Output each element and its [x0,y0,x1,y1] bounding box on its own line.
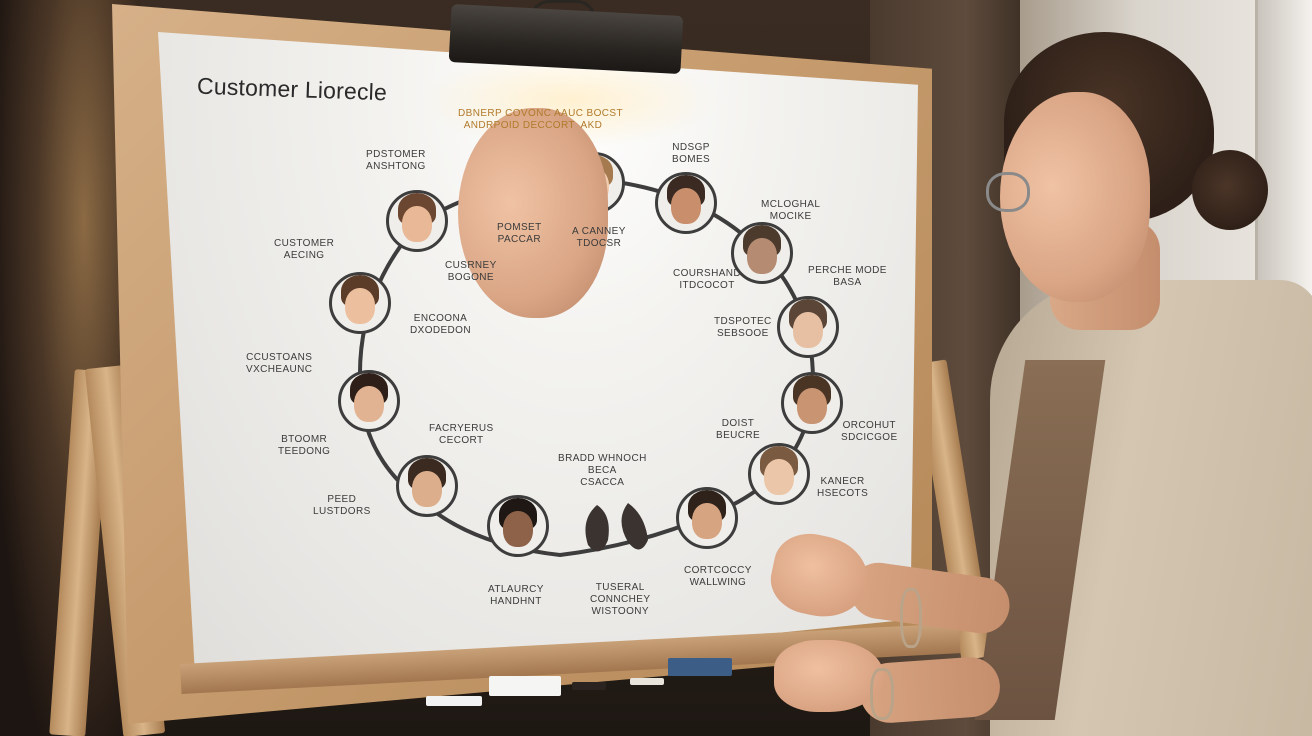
stage-label: TUSERAL CONNCHEY WISTOONY [590,582,651,617]
marker-white [426,696,482,706]
stage-label: CORTCOCCY WALLWING [684,565,752,588]
bracelet-lower [870,668,894,720]
marker-dark [572,682,606,690]
avatar-node [781,372,843,434]
avatar-node [329,272,391,334]
leaf-right-icon [621,503,648,550]
eraser [489,676,561,696]
eraser-blue [668,658,732,676]
stage-label: PEED LUSTDORS [313,494,371,517]
leaf-left-icon [585,505,609,552]
stage-label: CCUSTOANS VXCHEAUNC [246,352,313,375]
avatar-node [386,190,448,252]
avatar-node [777,296,839,358]
stage-label: PERCHE MODE BASA [808,265,887,288]
stage-label: MCLOGHAL MOCIKE [761,199,821,222]
stage-label: BTOOMR TEEDONG [278,434,331,457]
avatar-node [748,443,810,505]
marker-light [630,678,664,685]
stage-label: CUSTOMER AECING [274,238,335,261]
stage-label: POMSET PACCAR [497,222,542,245]
avatar-node [396,455,458,517]
stage-label: ORCOHUT SDCICGOE [841,420,898,443]
stage-label: KANECR HSECOTS [817,476,869,499]
avatar-node [731,222,793,284]
avatar-node [487,495,549,557]
stage-label: CUSRNEY BOGONE [445,260,497,283]
stage-label: COURSHAND ITDCOCOT [673,268,742,291]
stage-label: DOIST BEUCRE [716,418,761,441]
stage-label: NDSGP BOMES [672,142,711,165]
glasses-icon [986,172,1030,212]
avatar-node [338,370,400,432]
avatar-node [676,487,738,549]
stage-label: ATLAURCY HANDHNT [488,584,544,607]
hair-bun [1192,150,1268,230]
stage-label: BRADD WHNOCH BECA CSACCA [558,453,647,488]
stage-label: ENCOONA DXODEDON [410,313,471,336]
stage-label: A CANNEY TDOCSR [572,226,626,249]
stage-label: PDSTOMER ANSHTONG [366,149,426,172]
stage-label: DBNERP COVONC AAUC BOCST ANDRPOID DECCOR… [458,108,623,318]
bracelet [900,588,922,648]
woman-hand-lower [774,640,884,712]
avatar-node [655,172,717,234]
stage-label: FACRYERUS CECORT [429,423,494,446]
stage-label: TDSPOTEC SEBSOOE [714,316,772,339]
